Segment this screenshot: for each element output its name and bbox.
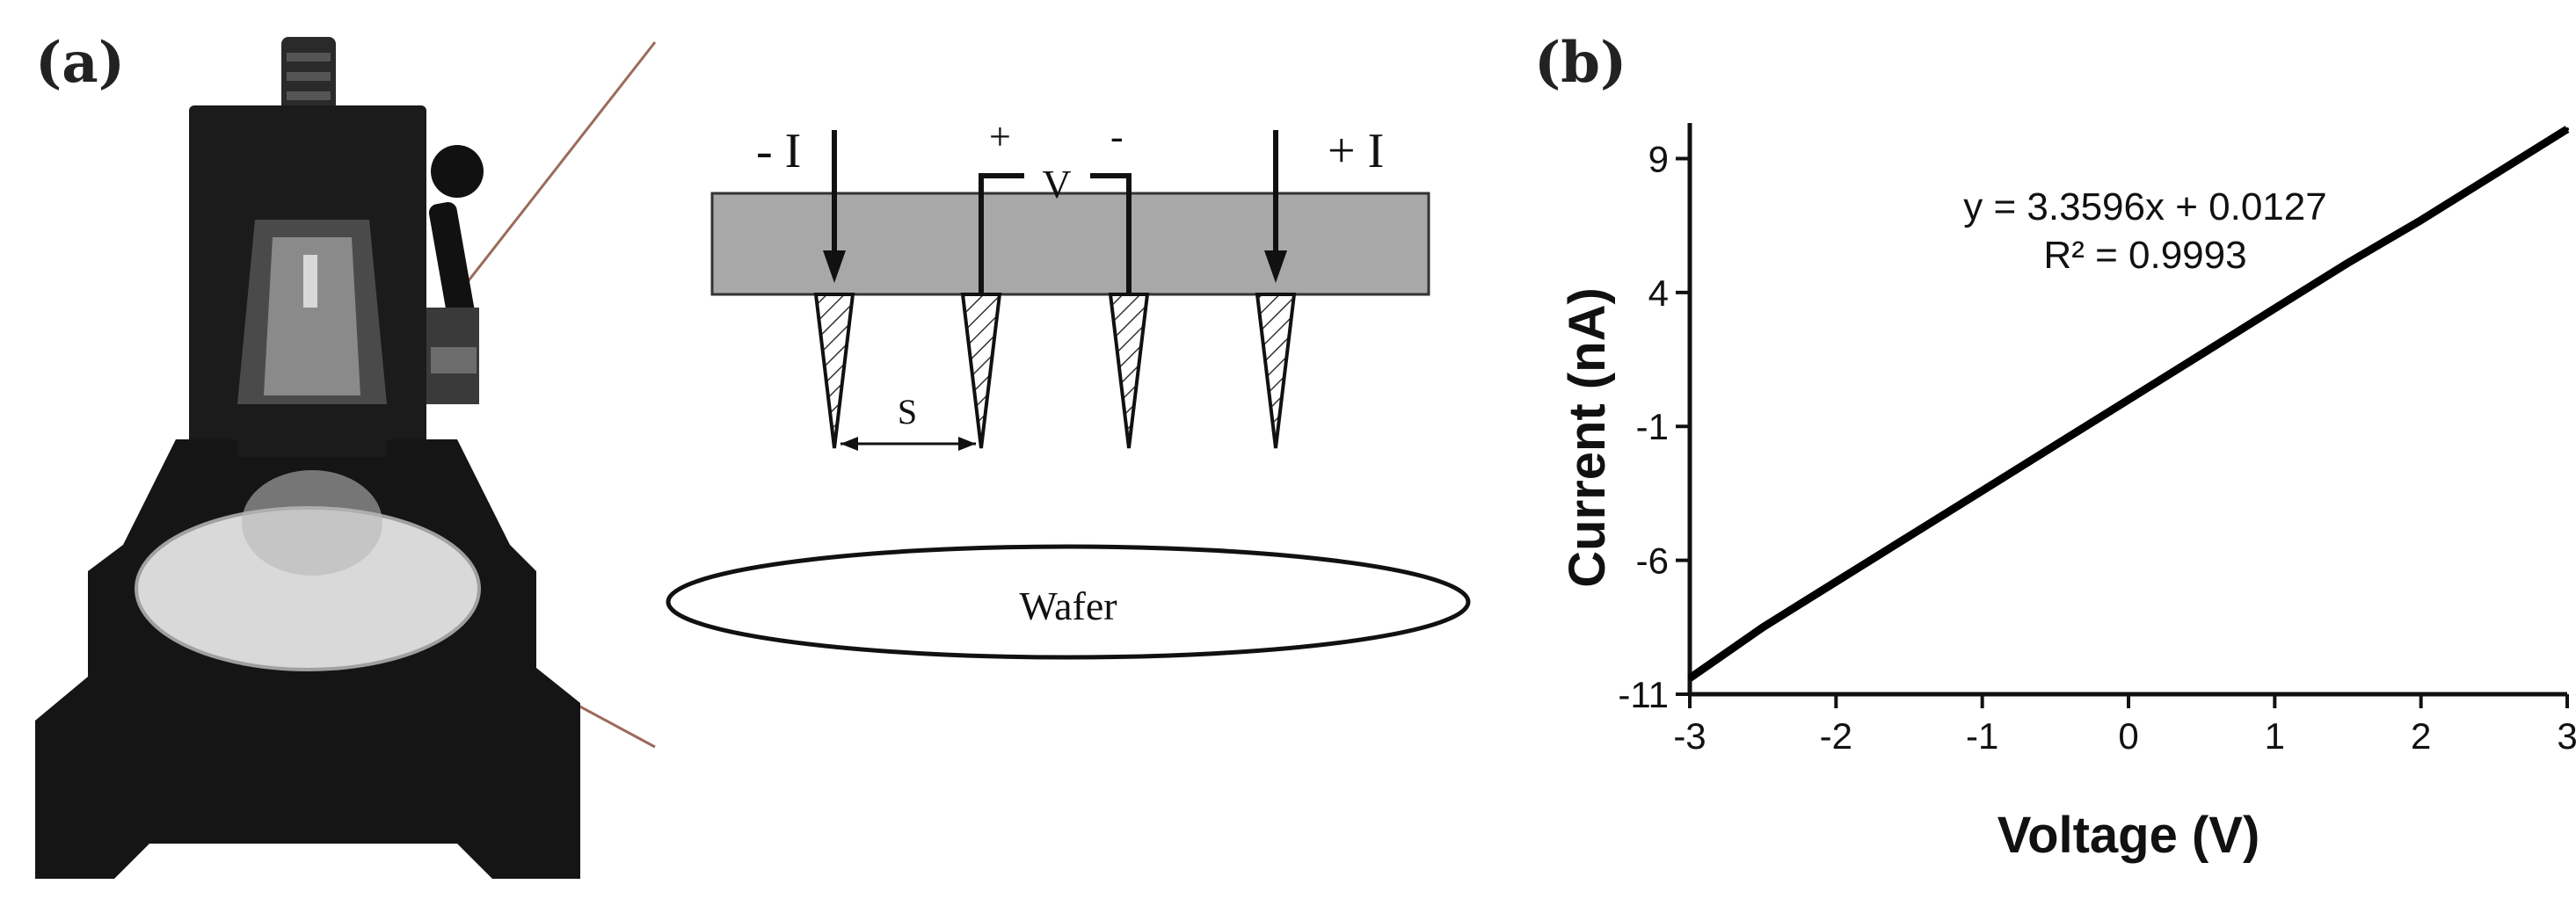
x-tick-label: -2 (1820, 715, 1852, 757)
data-point (2346, 261, 2350, 265)
voltage-lead-plus (979, 173, 1024, 294)
data-point (1980, 489, 1984, 493)
annotation-r-squared: R² = 0.9993 (2043, 234, 2246, 277)
y-tick-label: -1 (1636, 406, 1669, 447)
label-plus-sign: + (989, 115, 1011, 158)
probe-tip-2 (960, 293, 1002, 449)
y-tick-label: 4 (1648, 272, 1669, 314)
data-point (2127, 397, 2130, 402)
x-tick-label: 0 (2118, 715, 2138, 757)
y-tick-label: -6 (1636, 540, 1669, 582)
data-point (1907, 534, 1911, 539)
y-axis-label: Current (nA) (1559, 287, 1616, 588)
data-point (1834, 580, 1838, 583)
annotation-equation: y = 3.3596x + 0.0127 (1963, 185, 2326, 228)
probe-tip-3 (1108, 293, 1150, 449)
wafer-ellipse (666, 544, 1471, 660)
label-voltage: V (1042, 162, 1071, 207)
y-tick-label: -11 (1618, 674, 1669, 715)
data-point (2492, 172, 2496, 177)
y-tick-label: 9 (1648, 138, 1669, 179)
data-point (2565, 127, 2569, 131)
four-point-probe-diagram: - I + I + - V S Wafer (666, 115, 1471, 660)
x-tick-label: -3 (1673, 715, 1706, 757)
data-point (2053, 443, 2057, 447)
data-point (1761, 625, 1765, 629)
label-minus-current: - I (756, 124, 801, 178)
side-lever (428, 202, 479, 343)
label-wafer: Wafer (1019, 583, 1117, 628)
label-plus-current: + I (1328, 124, 1384, 178)
data-point (2419, 218, 2423, 222)
probe-tip-4 (1255, 293, 1297, 449)
x-axis-label: Voltage (V) (1997, 807, 2260, 864)
x-tick-label: 3 (2557, 715, 2576, 757)
label-spacing: S (898, 392, 917, 431)
iv-chart: -11 -6 -1 4 9 -3 -2 -1 0 1 2 3 y = 3.3596x + 0.012… (1559, 123, 2576, 864)
probe-tip-1 (813, 293, 855, 449)
sample-stage (136, 508, 479, 670)
data-point (2273, 307, 2277, 311)
x-tick-label: -1 (1966, 715, 1998, 757)
sample-bar (710, 192, 1430, 296)
probe-station-photo (35, 37, 657, 879)
x-tick-label: 2 (2411, 715, 2431, 757)
panel-b-label: (b) (1534, 30, 1627, 96)
data-point (2200, 352, 2204, 356)
voltage-lead-minus (1090, 173, 1132, 294)
data-point (1688, 676, 1692, 680)
label-minus-sign: - (1110, 115, 1124, 158)
panel-a-label: (a) (35, 30, 126, 96)
x-tick-label: 1 (2265, 715, 2285, 757)
